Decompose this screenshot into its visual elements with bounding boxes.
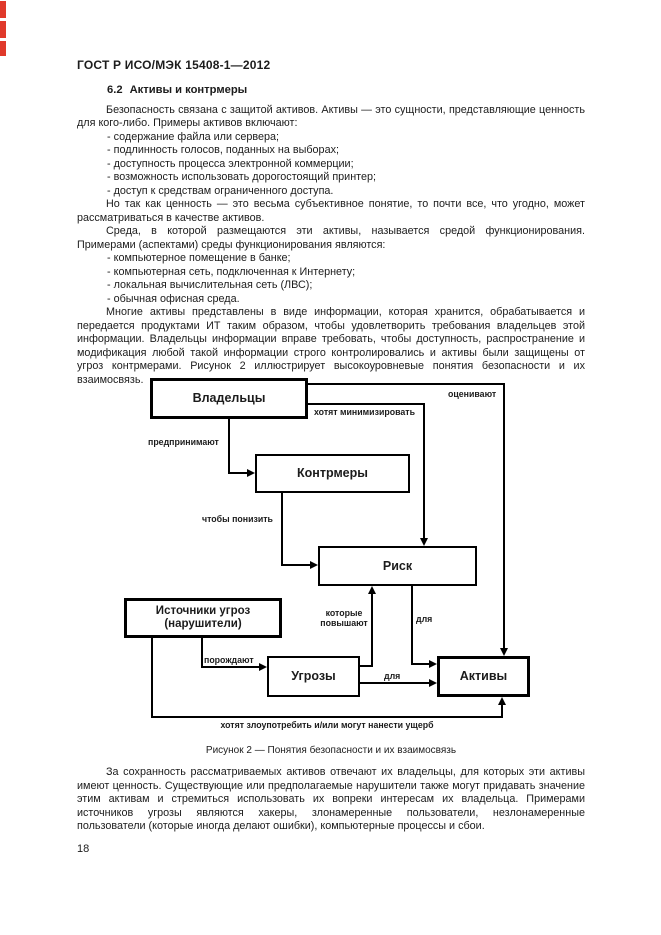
list-item: доступность процесса электронной коммерц… bbox=[107, 158, 585, 172]
paragraph: Безопасность связана с защитой активов. … bbox=[77, 103, 585, 130]
paragraph: Среда, в которой размещаются эти активы,… bbox=[77, 225, 585, 251]
figure-caption: Рисунок 2 — Понятия безопасности и их вз… bbox=[205, 745, 457, 756]
edge-label-impose: предпринимают bbox=[148, 437, 219, 447]
edge-label-wish-to-abuse: хотят злоупотребить и/или могут нанести … bbox=[220, 720, 434, 730]
box-assets-label: Активы bbox=[459, 669, 508, 684]
box-threat-sources-label-line1: Источники угроз bbox=[155, 604, 251, 617]
box-threat-sources: Источники угроз (нарушители) bbox=[124, 598, 282, 638]
section-number: 6.2 bbox=[107, 84, 123, 96]
arrow-head bbox=[420, 538, 428, 546]
connector-line bbox=[411, 663, 430, 665]
edge-label-that-increase-line2: повышают bbox=[320, 618, 368, 628]
connector-line bbox=[411, 586, 413, 665]
arrow-head bbox=[498, 697, 506, 705]
connector-line bbox=[201, 666, 260, 668]
box-countermeasures-label: Контрмеры bbox=[297, 466, 368, 481]
list-item: компьютерное помещение в банке; bbox=[107, 252, 585, 266]
connector-line bbox=[360, 682, 430, 684]
arrow-head bbox=[500, 648, 508, 656]
arrow-head bbox=[310, 561, 318, 569]
connector-line bbox=[151, 638, 153, 718]
box-threats-label: Угрозы bbox=[291, 669, 336, 684]
box-risk-label: Риск bbox=[382, 558, 413, 573]
edge-label-that-increase-line1: которые bbox=[325, 608, 363, 618]
edge-label-to-reduce: чтобы понизить bbox=[202, 514, 273, 524]
arrow-head bbox=[429, 660, 437, 668]
connector-line bbox=[281, 564, 311, 566]
edge-label-give-rise-to: порождают bbox=[204, 655, 254, 665]
connector-line bbox=[151, 716, 503, 718]
box-owners: Владельцы bbox=[150, 378, 308, 419]
box-threats: Угрозы bbox=[267, 656, 360, 697]
asset-examples-list: содержание файла или сервера; подлинност… bbox=[77, 131, 585, 199]
box-countermeasures: Контрмеры bbox=[255, 454, 410, 493]
body-text-block-upper: 6.2 Активы и контрмеры Безопасность связа… bbox=[77, 84, 585, 387]
list-item: локальная вычислительная сеть (ЛВС); bbox=[107, 279, 585, 293]
connector-line bbox=[228, 472, 248, 474]
list-item: компьютерная сеть, подключенная к Интерн… bbox=[107, 266, 585, 280]
paragraph: За сохранность рассматриваемых активов о… bbox=[77, 766, 585, 832]
list-item: содержание файла или сервера; bbox=[107, 131, 585, 145]
box-assets: Активы bbox=[437, 656, 530, 697]
paragraph: Но так как ценность — это весьма субъект… bbox=[77, 198, 585, 224]
connector-line bbox=[371, 593, 373, 667]
red-edge-artifact bbox=[0, 41, 6, 56]
box-threat-sources-label-line2: (нарушители) bbox=[164, 618, 242, 630]
connector-line bbox=[423, 403, 425, 539]
connector-line bbox=[201, 638, 203, 668]
connector-line bbox=[501, 704, 503, 718]
box-risk: Риск bbox=[318, 546, 477, 586]
body-text-block-lower: За сохранность рассматриваемых активов о… bbox=[77, 766, 585, 834]
connector-line bbox=[308, 403, 425, 405]
connector-line bbox=[360, 665, 373, 667]
arrow-head bbox=[259, 663, 267, 671]
connector-line bbox=[281, 493, 283, 566]
connector-line bbox=[308, 383, 505, 385]
arrow-head bbox=[429, 679, 437, 687]
edge-label-that-increase: которые повышают bbox=[318, 608, 370, 628]
edge-label-to-risk: для bbox=[416, 614, 433, 624]
edge-label-value: оценивают bbox=[448, 389, 497, 399]
section-title: Активы и контрмеры bbox=[129, 84, 248, 96]
box-owners-label: Владельцы bbox=[192, 391, 266, 406]
environment-examples-list: компьютерное помещение в банке; компьюте… bbox=[77, 252, 585, 306]
page-number: 18 bbox=[77, 843, 90, 855]
arrow-head bbox=[247, 469, 255, 477]
red-edge-artifact bbox=[0, 1, 6, 18]
paragraph: Многие активы представлены в виде информ… bbox=[77, 306, 585, 386]
connector-line bbox=[503, 383, 505, 649]
arrow-head bbox=[368, 586, 376, 594]
section-heading: 6.2 Активы и контрмеры bbox=[107, 84, 585, 98]
list-item: возможность использовать дорогостоящий п… bbox=[107, 171, 585, 185]
edge-label-to-assets: для bbox=[384, 671, 401, 681]
list-item: доступ к средствам ограниченного доступа… bbox=[107, 185, 585, 199]
red-edge-artifact bbox=[0, 21, 6, 38]
edge-label-wish-to-minimise: хотят минимизировать bbox=[314, 407, 416, 417]
list-item: подлинность голосов, поданных на выборах… bbox=[107, 144, 585, 158]
document-header-title: ГОСТ Р ИСО/МЭК 15408-1—2012 bbox=[77, 58, 271, 72]
list-item: обычная офисная среда. bbox=[107, 293, 585, 307]
connector-line bbox=[228, 419, 230, 474]
